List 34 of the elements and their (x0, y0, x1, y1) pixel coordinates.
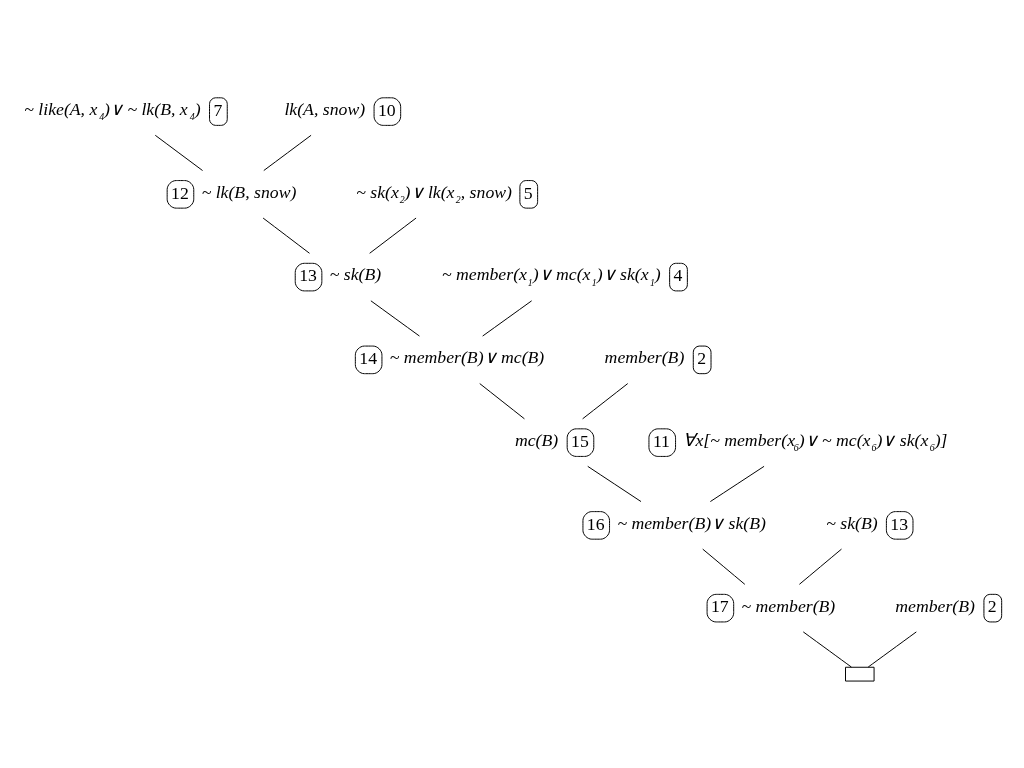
connector (867, 630, 917, 668)
node-label: ~ sk(x$_{2}$)∨ lk(x$_{2}$, snow) (356, 181, 512, 205)
connector (479, 382, 525, 419)
connector (370, 299, 420, 337)
node-box: 7 (209, 96, 228, 126)
node-label: ~ lk(B, snow) (201, 181, 297, 202)
connector (582, 382, 629, 419)
node-label: ~ sk(B) (329, 263, 382, 284)
connector (702, 548, 746, 585)
connector (709, 465, 765, 502)
node-box: 4 (669, 262, 688, 291)
connector (262, 217, 310, 254)
node-label: member(B) (895, 595, 975, 615)
connector (587, 465, 642, 502)
node-label: ∀x[~ member(x$_{6}$)∨ ~ mc(x$_{6}$)∨ sk(x$_{6}$)] (683, 429, 948, 453)
node-label: ~ member(B)∨ mc(B) (389, 346, 545, 367)
node-box: 2 (692, 345, 712, 374)
node-label: mc(B) (514, 429, 559, 450)
connector (482, 299, 533, 337)
node-box (845, 666, 875, 682)
node-label: ~ sk(B) (826, 512, 878, 533)
node-label: lk(A, snow) (284, 98, 366, 119)
connector (369, 217, 417, 254)
node-label: member(B) (604, 346, 685, 367)
connector (154, 134, 204, 171)
connector (802, 630, 852, 668)
connector (263, 134, 312, 171)
node-label: ~ like(A, x$_{4}$)∨ ~ lk(B, x$_{4}$) (24, 98, 201, 122)
node-box: 5 (519, 179, 539, 209)
node-label: ~ member(B)∨ sk(B) (617, 512, 766, 533)
node-label: ~ member(x$_{1}$)∨ mc(x$_{1}$)∨ sk(x$_{1}$) (442, 263, 661, 288)
connector (798, 548, 842, 585)
node-box: 2 (983, 593, 1003, 622)
node-label: ~ member(B) (741, 595, 836, 615)
